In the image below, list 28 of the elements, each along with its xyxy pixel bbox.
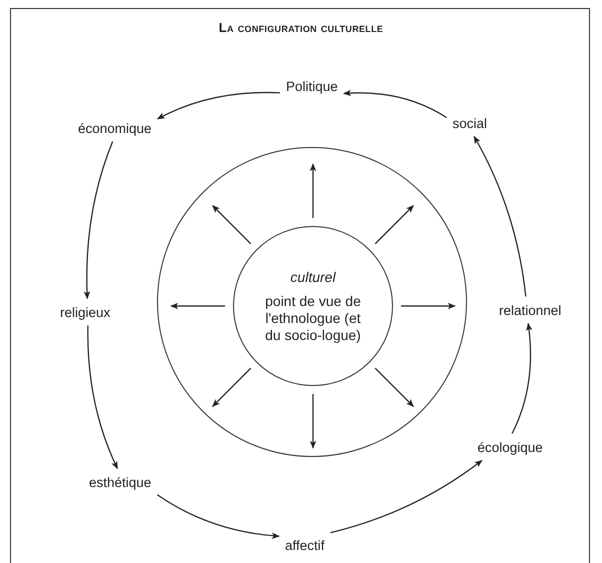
arrow — [310, 394, 316, 449]
arrow — [87, 326, 118, 470]
arrow — [374, 368, 414, 407]
circle-text: point de vue de l'ethnologue (et du socio-logue) — [264, 292, 362, 344]
aspect-label: affectif — [285, 538, 325, 552]
arrow — [156, 494, 280, 539]
circle-heading: culturel — [290, 268, 336, 284]
arrow — [401, 302, 456, 310]
outer-circle — [157, 147, 467, 457]
aspect-label: économique — [78, 120, 152, 136]
arrow — [512, 322, 532, 434]
arrow — [474, 136, 526, 297]
arrow — [330, 460, 483, 534]
arrow — [84, 141, 114, 300]
aspect-label: Politique — [286, 78, 338, 94]
arrow — [343, 90, 447, 118]
aspect-label: esthétique — [89, 474, 152, 490]
aspect-label: écologique — [478, 440, 543, 454]
diagram-title: La configuration culturelle — [218, 20, 384, 35]
aspect-label: relationnel — [499, 302, 562, 318]
aspect-label: social — [452, 116, 488, 130]
arrow — [212, 368, 252, 407]
arrow — [156, 92, 280, 120]
arrow — [310, 163, 316, 218]
arrow — [212, 205, 252, 244]
arrow — [374, 205, 414, 244]
aspect-label: religieux — [60, 304, 110, 320]
arrow — [170, 302, 225, 310]
